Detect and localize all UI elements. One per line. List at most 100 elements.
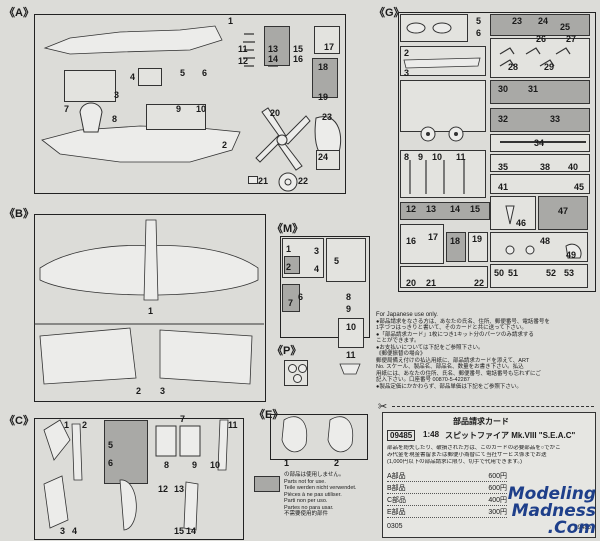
section-p-label: 《P》: [272, 345, 302, 357]
japan-line-6: 郵便局備え付けの払込用紙に、部品請求カードを添えて、ART: [376, 357, 530, 364]
part-g26-29: [490, 38, 590, 78]
card-row-price: 400円: [488, 497, 507, 504]
g-num-50: 50: [494, 268, 505, 278]
g-num-52: 52: [546, 268, 557, 278]
a-num-15: 15: [293, 44, 304, 54]
a-num-17: 17: [324, 42, 335, 52]
a-num-20: 20: [270, 108, 281, 118]
g-num-18: 18: [450, 236, 461, 246]
section-m-label: 《M》: [272, 223, 304, 235]
g-num-5: 5: [476, 16, 482, 26]
a-num-10: 10: [196, 104, 207, 114]
card-row-price: 300円: [488, 509, 507, 516]
a-num-19: 19: [318, 92, 329, 102]
c-num-15: 15: [174, 526, 185, 536]
g-num-10: 10: [432, 152, 443, 162]
part-g30-31-grey: [490, 80, 590, 104]
g-num-46: 46: [516, 218, 527, 228]
g-num-11: 11: [456, 152, 466, 162]
part-g16-17: [400, 224, 444, 264]
c-num-7: 7: [180, 414, 186, 424]
card-footer-no: 09485: [574, 525, 591, 531]
part-g20-22: [400, 266, 488, 288]
logo-line-1: Modeling: [507, 484, 596, 504]
c-num-3: 3: [60, 526, 66, 536]
logo-line-3: .Com: [547, 518, 596, 538]
part-m2-grey: [284, 256, 300, 274]
a-num-5: 5: [180, 68, 186, 78]
card-note-3: (1,000円以下の部品請求に限り、切手で代用できます。): [387, 459, 522, 465]
part-g41-45: [490, 174, 590, 194]
b-num-1: 1: [148, 306, 154, 316]
g-num-49: 49: [566, 250, 577, 260]
card-row-part: E部品: [387, 509, 406, 516]
a-num-7: 7: [64, 104, 70, 114]
g-num-6: 6: [476, 28, 482, 38]
japan-line-8: 用紙には、あなたの住所、氏名、郵便番号、電話番号も忘れずにご: [376, 370, 541, 377]
card-art-no: 09485: [390, 431, 413, 440]
m-num-2: 2: [286, 262, 292, 272]
a-num-11: 11: [238, 44, 248, 54]
legend-line-4: Parti non per uso.: [284, 498, 328, 504]
a-num-21: 21: [258, 176, 269, 186]
part-g12-15-grey: [400, 202, 490, 220]
card-note-2: み代金を現金書留または郵便小為替にて当社サービス係までお送: [387, 452, 547, 458]
g-num-51: 51: [508, 268, 519, 278]
part-p-lens-2: [298, 364, 307, 373]
m-num-5: 5: [334, 256, 340, 266]
section-a-label: 《A》: [4, 7, 34, 19]
card-code: 0305: [387, 523, 403, 530]
part-a17: [314, 26, 340, 54]
part-g32-33-grey: [490, 108, 590, 132]
g-num-3: 3: [404, 68, 410, 78]
card-row[interactable]: B部品 600円: [387, 483, 507, 494]
card-note-1: 部品を紛失したり、破損された方は、このカードの必要部品を○でかこ: [387, 445, 561, 451]
card-row[interactable]: E部品 300円: [387, 507, 507, 518]
g-num-23: 23: [512, 16, 523, 26]
m-num-3: 3: [314, 246, 320, 256]
scissors-icon: ✂: [378, 401, 388, 413]
a-num-3: 3: [114, 90, 120, 100]
card-row[interactable]: C部品 400円: [387, 495, 507, 506]
g-num-38: 38: [540, 162, 551, 172]
logo-line-2: Madness: [511, 501, 596, 521]
japan-line-0: ●部品請求をなさる方は、あなたの氏名、住所、郵便番号、電話番号を: [376, 318, 550, 325]
g-num-17: 17: [428, 232, 439, 242]
card-title: 部品請求カード: [453, 417, 509, 426]
modelingmadness-logo: Modeling Madness .Com: [478, 486, 596, 537]
b-num-3: 3: [160, 386, 166, 396]
g-num-28: 28: [508, 62, 519, 72]
c-num-6: 6: [108, 458, 114, 468]
m-num-9: 9: [346, 304, 352, 314]
a-num-1: 1: [228, 16, 234, 26]
a-num-12: 12: [238, 56, 249, 66]
g-num-33: 33: [550, 114, 561, 124]
c-num-12: 12: [158, 484, 169, 494]
part-g47-grey: [538, 196, 588, 230]
c-num-11: 11: [228, 420, 238, 430]
sprue-e-frame: [270, 414, 368, 460]
part-a3-panel: [64, 70, 116, 102]
japan-line-9: 記入下さい。口座番号 00870-5-42287: [376, 377, 470, 383]
e-num-1: 1: [284, 458, 290, 468]
sprue-m-frame: [280, 236, 370, 338]
card-cut-line: [392, 406, 594, 407]
part-g19: [468, 232, 488, 262]
a-num-8: 8: [112, 114, 118, 124]
part-p-lens-1: [288, 364, 297, 373]
card-row-price: 600円: [488, 473, 507, 480]
a-num-9: 9: [176, 104, 182, 114]
e-num-2: 2: [334, 458, 340, 468]
card-row[interactable]: A部品 600円: [387, 471, 507, 482]
sprue-b-frame: [34, 214, 266, 402]
m-num-4: 4: [314, 264, 320, 274]
c-num-4: 4: [72, 526, 78, 536]
parts-request-card[interactable]: 部品請求カード 09485 1:48 スピットファイア Mk.VIII "S.E…: [382, 412, 596, 538]
part-m7-grey: [282, 284, 300, 312]
g-num-9: 9: [418, 152, 424, 162]
g-num-24: 24: [538, 16, 549, 26]
